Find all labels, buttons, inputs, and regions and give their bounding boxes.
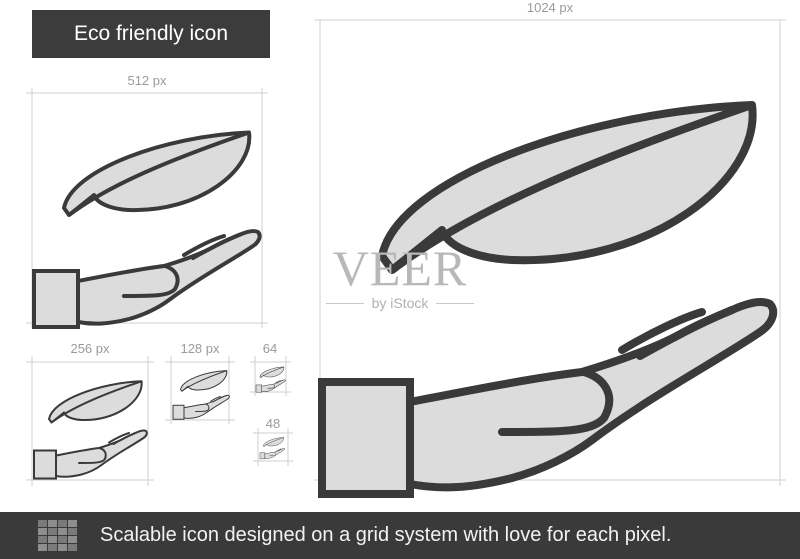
footer-text: Scalable icon designed on a grid system … xyxy=(100,524,672,546)
watermark-main: VEER xyxy=(332,240,468,296)
size-label-64: 64 xyxy=(262,341,278,356)
size-label-128: 128 px xyxy=(180,341,220,356)
pixel-grid-icon xyxy=(38,520,77,551)
size-label-256: 256 px xyxy=(70,341,110,356)
watermark-sub: by iStock xyxy=(322,295,478,311)
footer-bar: Scalable icon designed on a grid system … xyxy=(0,512,800,559)
size-label-1024: 1024 px xyxy=(526,0,574,15)
title-banner: Eco friendly icon xyxy=(32,10,270,58)
watermark: VEER by iStock xyxy=(322,243,478,311)
size-label-48: 48 xyxy=(265,416,281,431)
size-label-512: 512 px xyxy=(127,73,167,88)
